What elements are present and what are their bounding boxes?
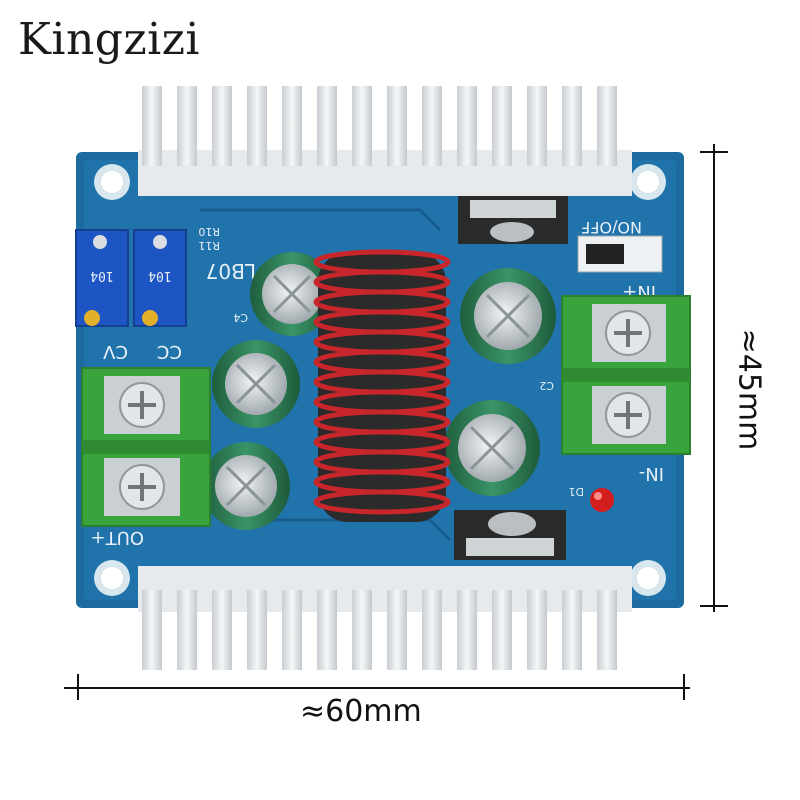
heatsink-fin bbox=[492, 86, 512, 166]
mounting-holes bbox=[94, 164, 666, 596]
power-switch bbox=[577, 235, 663, 273]
heatsink-fin bbox=[562, 590, 582, 670]
heatsink-fin bbox=[212, 86, 232, 166]
heatsink-fin bbox=[142, 590, 162, 670]
heatsink-fin bbox=[562, 86, 582, 166]
model-label: LB07 bbox=[206, 259, 256, 283]
toroid-inductor bbox=[313, 249, 451, 522]
heatsink-fin bbox=[387, 86, 407, 166]
heatsink-fin bbox=[177, 590, 197, 670]
out-plus-label: OUT+ bbox=[91, 527, 144, 548]
capacitor-5 bbox=[444, 400, 540, 496]
heatsink-fin bbox=[422, 86, 442, 166]
heatsink-bottom-fins bbox=[142, 590, 617, 670]
c2-label: C2 bbox=[539, 379, 554, 392]
heatsink-bottom bbox=[138, 566, 632, 670]
heatsink-fin bbox=[527, 86, 547, 166]
heatsink-fin bbox=[282, 86, 302, 166]
trimmer-potentiometers: 104 104 bbox=[75, 229, 187, 327]
terminal-block-right bbox=[561, 295, 691, 455]
capacitors bbox=[202, 252, 556, 530]
pot-code-2: 104 bbox=[148, 268, 172, 283]
heatsink-fin bbox=[597, 86, 617, 166]
silkscreen: LB07 R11 R10 NO/OFF CV CC IN- IN+ OUT+ C… bbox=[91, 218, 664, 548]
inductor-winding bbox=[313, 489, 451, 515]
heatsink-fin bbox=[422, 590, 442, 670]
terminal-block-left bbox=[81, 367, 211, 527]
heatsink-fin bbox=[177, 86, 197, 166]
onoff-label: NO/OFF bbox=[581, 218, 642, 237]
r10-label: R10 bbox=[198, 225, 220, 238]
width-dimension-label: ≈60mm bbox=[300, 694, 422, 729]
in-minus-label: IN- bbox=[639, 463, 664, 484]
heatsink-fin bbox=[317, 590, 337, 670]
heatsink-fin bbox=[247, 86, 267, 166]
brand-watermark: Kingzizi bbox=[18, 14, 200, 65]
capacitor-1 bbox=[250, 252, 334, 336]
heatsink-top bbox=[138, 86, 632, 196]
width-dimension-line bbox=[64, 674, 690, 700]
regulator-bottom bbox=[454, 510, 566, 560]
pot-code-1: 104 bbox=[90, 268, 114, 283]
heatsink-fin bbox=[212, 590, 232, 670]
heatsink-fin bbox=[352, 590, 372, 670]
cc-label: CC bbox=[157, 341, 182, 362]
capacitor-3 bbox=[202, 442, 290, 530]
heatsink-fin bbox=[317, 86, 337, 166]
heatsink-fin bbox=[352, 86, 372, 166]
heatsink-fin bbox=[457, 86, 477, 166]
status-led bbox=[590, 488, 614, 512]
inductor-windings bbox=[313, 249, 451, 515]
heatsink-fin bbox=[247, 590, 267, 670]
regulator-top bbox=[458, 196, 568, 244]
heatsink-fin bbox=[597, 590, 617, 670]
c4-label: C4 bbox=[233, 311, 248, 324]
capacitor-2 bbox=[212, 340, 300, 428]
cv-label: CV bbox=[102, 341, 128, 362]
heatsink-fin bbox=[527, 590, 547, 670]
heatsink-fin bbox=[492, 590, 512, 670]
height-dimension-label: ≈45mm bbox=[731, 328, 767, 451]
heatsink-fin bbox=[387, 590, 407, 670]
heatsink-top-fins bbox=[142, 86, 617, 166]
heatsink-fin bbox=[282, 590, 302, 670]
capacitor-4 bbox=[460, 268, 556, 364]
heatsink-fin bbox=[457, 590, 477, 670]
heatsink-fin bbox=[142, 86, 162, 166]
d1-label: D1 bbox=[569, 485, 584, 498]
r11-label: R11 bbox=[198, 239, 220, 252]
height-dimension-line bbox=[700, 144, 728, 612]
